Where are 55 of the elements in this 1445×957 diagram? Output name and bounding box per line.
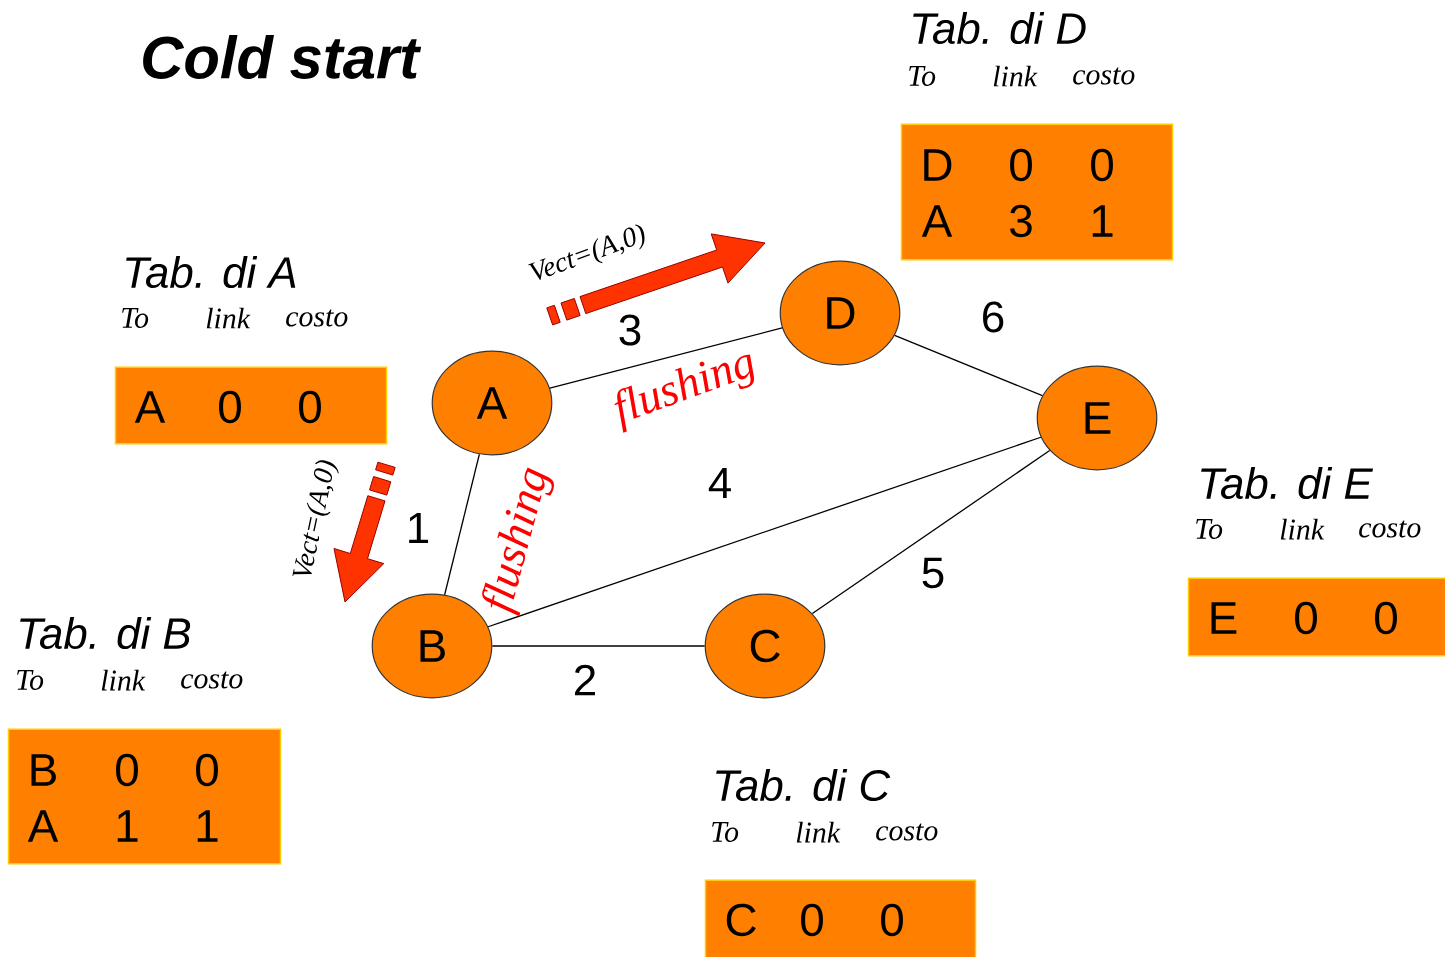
table-cell: A bbox=[921, 205, 953, 237]
table-cell: 0 bbox=[116, 753, 138, 787]
connector-line bbox=[487, 436, 1042, 628]
table-cell: C bbox=[726, 903, 756, 937]
edge-label: 2 bbox=[571, 663, 599, 697]
table-cell: 0 bbox=[219, 390, 241, 424]
column-header: costo bbox=[1073, 67, 1135, 85]
connector-line bbox=[811, 449, 1051, 615]
table-cell: E bbox=[1211, 602, 1237, 634]
annotation-text: Vect=(A,0) bbox=[292, 460, 339, 576]
column-header: link bbox=[993, 65, 1038, 87]
edge-label: 3 bbox=[616, 313, 644, 347]
column-header: To bbox=[1196, 519, 1223, 539]
table-cell: 0 bbox=[1295, 601, 1317, 635]
column-header: costo bbox=[1359, 520, 1421, 538]
table-cell: 0 bbox=[801, 903, 823, 937]
column-header: To bbox=[712, 822, 739, 842]
table-cell: 0 bbox=[196, 753, 218, 787]
column-header: link bbox=[101, 669, 146, 691]
connector-line bbox=[491, 645, 706, 647]
connector-line bbox=[894, 334, 1044, 397]
column-header: To bbox=[17, 670, 44, 690]
edge-label: 4 bbox=[706, 466, 734, 500]
table-cell: D bbox=[924, 149, 952, 181]
table-cell: 3 bbox=[1010, 204, 1032, 238]
connector-line bbox=[444, 453, 480, 596]
column-header: costo bbox=[876, 823, 938, 841]
table-cell: 1 bbox=[197, 810, 218, 842]
column-header: To bbox=[909, 66, 936, 86]
table-cell: 1 bbox=[1092, 205, 1113, 237]
table-cell: 1 bbox=[117, 810, 138, 842]
table-cell: 0 bbox=[1010, 148, 1032, 182]
column-header: costo bbox=[181, 671, 243, 689]
table-heading: Tab. di E bbox=[1201, 466, 1374, 500]
edge-label: 5 bbox=[919, 556, 947, 590]
connector-line bbox=[549, 327, 783, 389]
column-header: link bbox=[206, 307, 251, 329]
column-header: To bbox=[122, 308, 149, 328]
edge-label: 6 bbox=[979, 300, 1007, 334]
table-heading: Tab. di A bbox=[126, 255, 296, 289]
table-heading: Tab. di D bbox=[913, 11, 1086, 45]
table-cell: 0 bbox=[1375, 601, 1397, 635]
table-cell: 0 bbox=[1091, 148, 1113, 182]
column-header: link bbox=[796, 821, 841, 843]
table-heading: Tab. di B bbox=[20, 616, 191, 650]
title: Cold start bbox=[143, 35, 422, 79]
table-cell: A bbox=[27, 810, 59, 842]
edge-label: 1 bbox=[404, 511, 432, 545]
table-heading: Tab. di C bbox=[716, 768, 891, 802]
column-header: link bbox=[1280, 518, 1325, 540]
table-cell: 0 bbox=[881, 903, 903, 937]
table-cell: 0 bbox=[299, 390, 321, 424]
table-cell: B bbox=[31, 754, 56, 786]
table-cell: A bbox=[134, 391, 166, 423]
column-header: costo bbox=[286, 309, 348, 327]
